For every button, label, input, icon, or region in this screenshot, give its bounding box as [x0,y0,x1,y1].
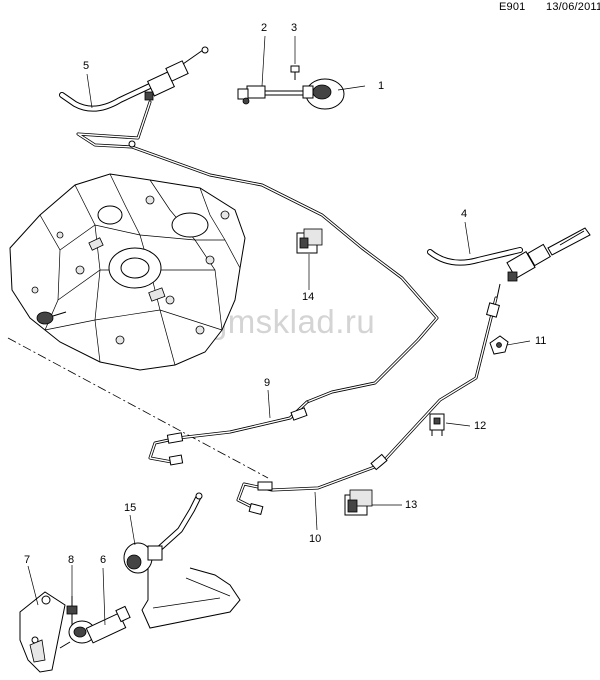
callout-8: 8 [68,554,75,566]
part-6-master-cylinder [59,605,131,649]
pipe-upper [76,100,439,404]
part-2-pushrod [237,85,307,105]
callout-3: 3 [291,22,298,34]
callout-1: 1 [378,80,385,92]
callout-9: 9 [264,377,271,389]
callout-7: 7 [24,554,31,566]
part-7-bracket [19,591,66,673]
callout-2: 2 [261,22,268,34]
callout-4: 4 [461,208,468,220]
callout-13: 13 [405,499,418,511]
callout-5: 5 [83,60,90,72]
part-3-bolt [290,65,300,80]
part-12-clip [429,413,445,436]
diagram-code: E901 [499,1,526,13]
callout-11: 11 [535,335,547,347]
callout-15: 15 [124,502,137,514]
callout-6: 6 [100,554,107,566]
part-15-slave-cylinder [123,492,241,629]
callout-10: 10 [309,533,322,545]
part-10-pipe [236,296,500,516]
part-9-pipe [148,400,309,466]
part-8-bolt [66,596,78,626]
part-13-clip [344,489,373,516]
assembly-leader-line [7,337,269,479]
leader-lines [27,35,531,626]
part-14-clip [296,228,323,254]
callout-14: 14 [302,291,315,303]
part-1-slave-cylinder [302,78,345,110]
diagram-date: 13/06/2011 [546,1,600,13]
part-11-clip [489,335,509,355]
part-4-master-cylinder-hose [427,227,591,299]
gearbox-housing [9,173,246,371]
part-5-reservoir-hose [59,46,209,112]
callout-12: 12 [474,420,487,432]
